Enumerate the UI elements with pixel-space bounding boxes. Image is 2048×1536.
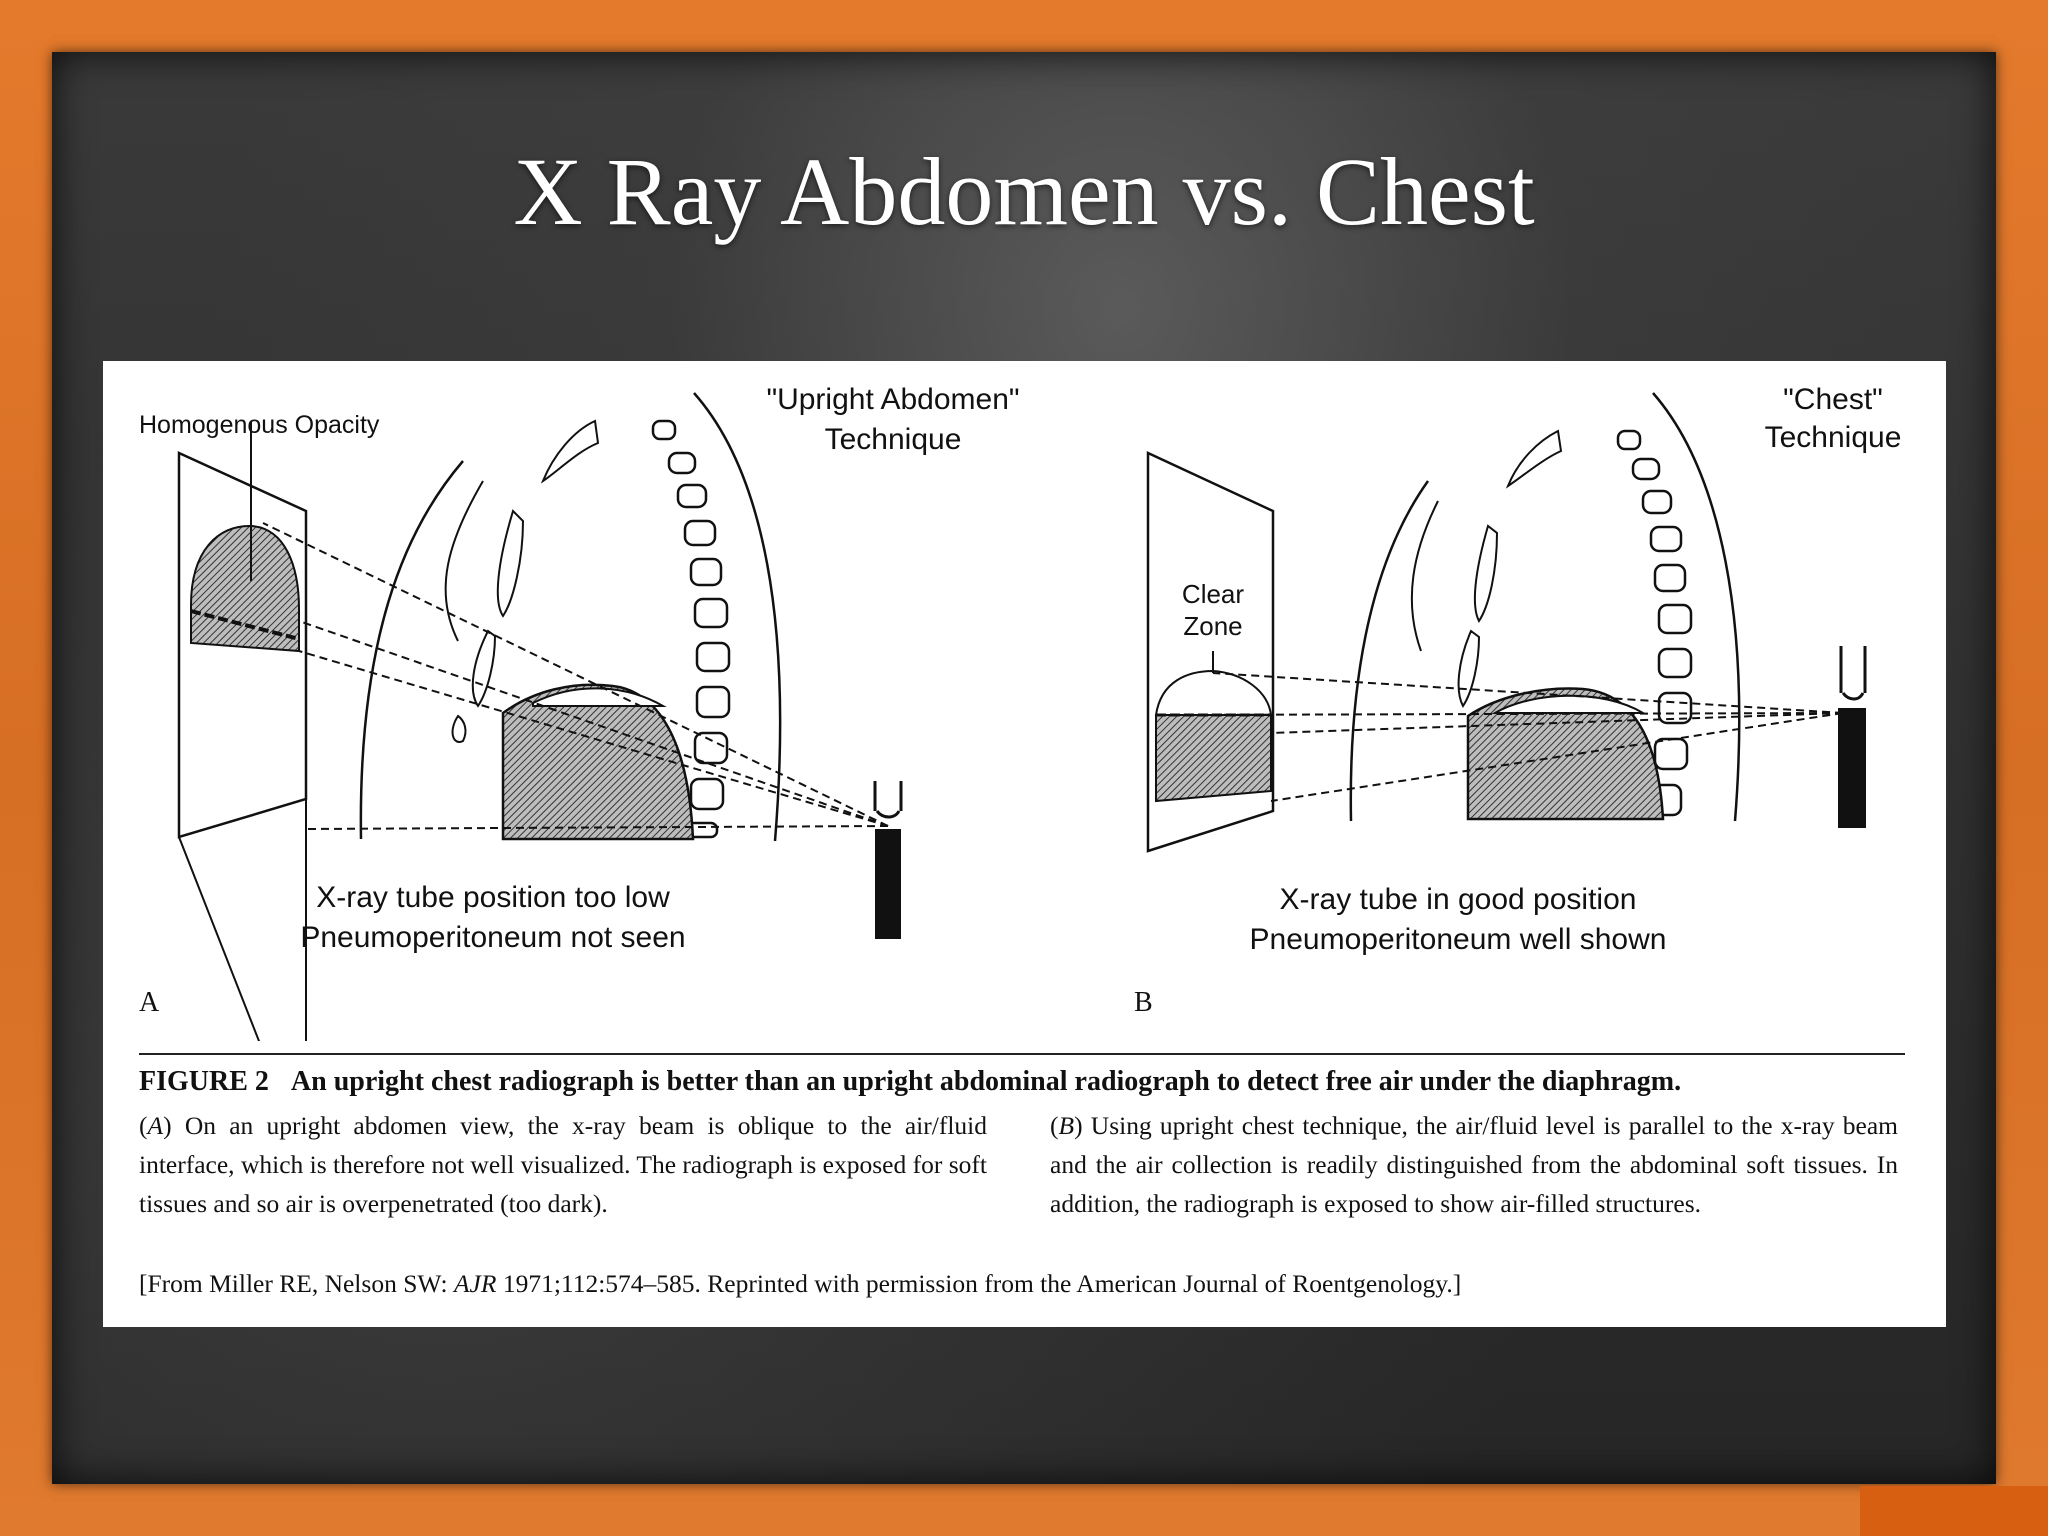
xray-tube-a: [875, 829, 901, 939]
caption-heading: FIGURE 2 An upright chest radiograph is b…: [139, 1066, 1919, 1098]
credit-journal: AJR: [453, 1269, 497, 1298]
slide-title: X Ray Abdomen vs. Chest: [513, 138, 1535, 245]
caption-b-marker: B: [1058, 1111, 1075, 1140]
caption-a-marker: A: [147, 1111, 164, 1140]
abdominal-contents-a: [501, 683, 695, 841]
label-upright-abdomen-line1: "Upright Abdomen": [766, 383, 1020, 416]
status-a-line2: Pneumoperitoneum not seen: [300, 921, 686, 954]
xray-diagram: [177, 392, 1867, 1041]
fluid-level-b: [1155, 714, 1272, 803]
panel-letter-b: B: [1134, 987, 1153, 1018]
caption-a-text: On an upright abdomen view, the x-ray be…: [139, 1111, 988, 1218]
credit-suffix: 1971;112:574–585. Reprinted with permiss…: [496, 1269, 1462, 1298]
caption-column-a: (A) On an upright abdomen view, the x-ra…: [139, 1111, 988, 1218]
figure-heading: An upright chest radiograph is better th…: [290, 1066, 1682, 1097]
label-upright-abdomen-line2: Technique: [824, 423, 962, 456]
label-clear-line2: Zone: [1183, 611, 1243, 641]
figure-panel: Homogenous Opacity "Upright Abdomen" Tec…: [103, 361, 1946, 1327]
panel-b-diagram: [1146, 392, 1867, 853]
caption-b-text: Using upright chest technique, the air/f…: [1050, 1111, 1898, 1218]
panel-a-diagram: [177, 392, 903, 1041]
figure-credit: [From Miller RE, Nelson SW: AJR 1971;112…: [139, 1269, 1919, 1299]
status-b-line2: Pneumoperitoneum well shown: [1249, 923, 1667, 956]
label-chest-line1: "Chest": [1783, 383, 1883, 416]
label-homogenous-opacity: Homogenous Opacity: [139, 411, 380, 439]
panel-letter-a: A: [139, 987, 160, 1018]
status-a-line1: X-ray tube position too low: [316, 881, 670, 914]
corner-accent: [1860, 1486, 2048, 1536]
label-chest-line2: Technique: [1764, 421, 1902, 454]
caption-column-b: (B) Using upright chest technique, the a…: [1050, 1111, 1898, 1218]
status-b-line1: X-ray tube in good position: [1279, 883, 1637, 916]
credit-prefix: [From Miller RE, Nelson SW:: [139, 1269, 454, 1298]
figure-number: FIGURE 2: [139, 1066, 269, 1097]
label-clear-line1: Clear: [1181, 579, 1245, 609]
caption-divider: [139, 1053, 1905, 1055]
xray-tube-b: [1838, 708, 1866, 828]
